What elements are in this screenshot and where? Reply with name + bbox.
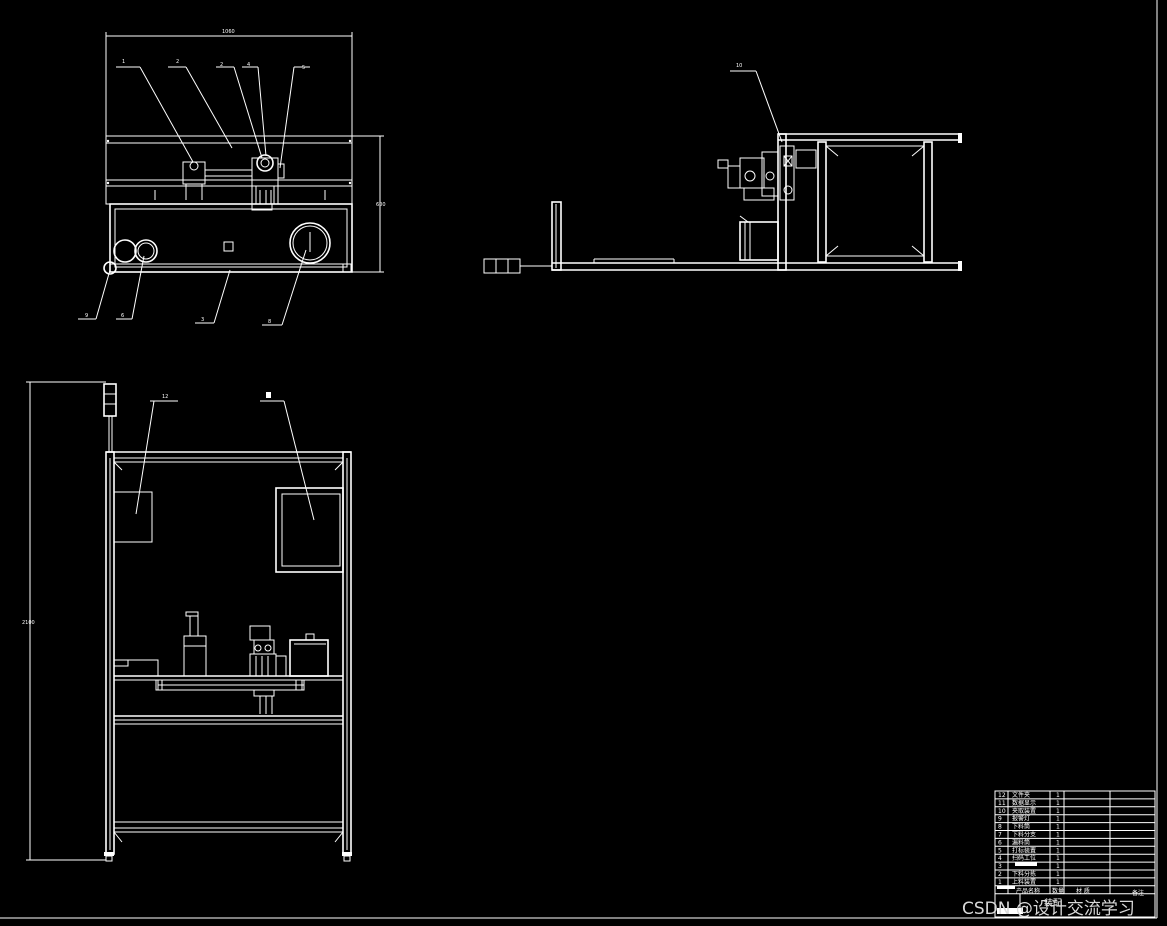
bom-row-qty: 1 [1056,855,1060,862]
bom-row-name: 漏料筒 [1012,838,1030,846]
balloon-4: 4 [247,62,250,68]
bom-row-qty: 1 [1056,824,1060,831]
balloon-1: 1 [122,59,125,65]
side-view: 10 [483,63,962,274]
bom-row-qty: 1 [1056,879,1060,886]
balloon-12: 12 [162,394,168,400]
watermark: CSDN @设计交流学习 [962,899,1135,919]
bom-row-no: 12 [998,792,1006,799]
bom-row-qty: 1 [1056,847,1060,854]
bom-header-qty: 数量 [1052,887,1064,895]
bom-row-qty: 1 [1056,792,1060,799]
bom-row-qty: 1 [1056,832,1060,839]
bom-header-name: 产品名称 [1016,887,1040,895]
bom-row-name: 扫码工位 [1012,854,1036,862]
bom-row-no: 5 [998,847,1002,854]
bom-row-no: 11 [998,800,1006,807]
bom-row-qty: 1 [1056,800,1060,807]
bom-row-name: 下料分拣 [1012,870,1036,878]
balloon-9: 9 [85,313,88,319]
balloon-3: 3 [201,317,204,323]
bom-row-qty: 1 [1056,863,1060,870]
bom-row-no: 2 [998,871,1002,878]
bom-row-no: 4 [998,855,1002,862]
bom-row-qty: 1 [1056,816,1060,823]
bom-row-name: 下料分支 [1012,831,1036,839]
dim-top-width: 1060 [222,29,235,35]
balloon-5: 5 [302,65,305,71]
balloon-6: 6 [121,313,124,319]
bom-row-name: 上料装置 [1012,878,1036,886]
bom-row-name: 打标装置 [1012,846,1036,854]
bom-row-name: 夹取装置 [1012,807,1036,815]
bom-row-no: 1 [998,879,1002,886]
balloon-8: 8 [268,319,271,325]
bom-row-no: 7 [998,832,1002,839]
bom-row-qty: 1 [1056,839,1060,846]
bom-row-name: 报警灯 [1012,815,1030,823]
dim-top-height: 600 [376,202,386,208]
bom-row-no: 10 [998,808,1006,815]
bom-row-no: 6 [998,839,1002,846]
front-view: 2100 [22,381,352,862]
bom-row-name: 数据显示 [1012,799,1036,807]
bom-row-no: 3 [998,863,1002,870]
balloon-2: 2 [176,59,179,65]
top-view: 1060 600 [78,29,386,326]
bom-row-qty: 1 [1056,808,1060,815]
bom-row-name: 下料筒 [1012,823,1030,831]
bom-row-qty: 1 [1056,871,1060,878]
balloon-2b: 2 [220,62,223,68]
bom-header-note: 备注 [1132,889,1144,897]
bom-row-name: 文件夹 [1012,791,1030,799]
dim-front-height: 2100 [22,620,35,626]
bom-header-material: 材 质 [1076,887,1090,895]
bom-row-no: 8 [998,824,1002,831]
bom-title: 装配 [1044,897,1062,909]
bom-row-no: 9 [998,816,1002,823]
balloon-10: 10 [736,63,742,69]
